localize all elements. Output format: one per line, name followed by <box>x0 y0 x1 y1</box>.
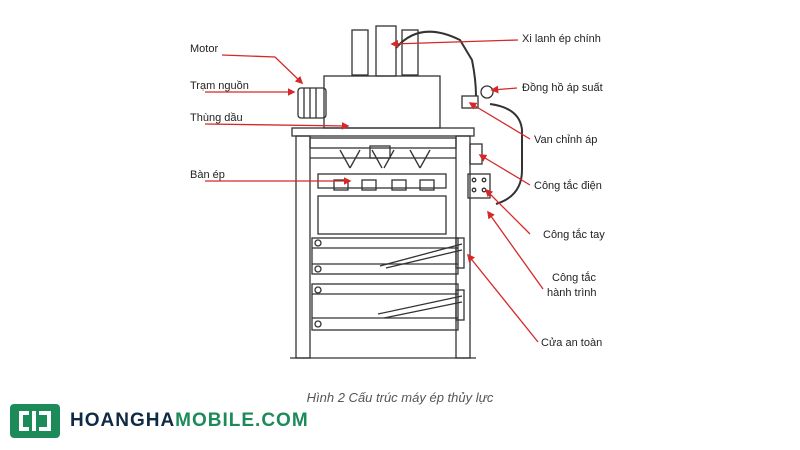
brand-logo: HOANGHAMOBILE.COM <box>10 403 309 439</box>
leader-dong-ho <box>490 85 518 94</box>
label-van: Van chỉnh áp <box>534 134 597 146</box>
machine-drawing <box>290 25 523 359</box>
leader-thung-dau <box>204 122 350 130</box>
leader-van <box>468 102 531 140</box>
label-cong-tac-hanh-trinh-1: Công tắc <box>552 271 597 284</box>
leader-cong-tac-hanh-trinh <box>487 210 544 290</box>
logo-text: HOANGHAMOBILE.COM <box>70 410 309 432</box>
leader-motor <box>221 54 304 85</box>
leader-xi-lanh <box>390 39 519 48</box>
label-cong-tac-tay: Công tắc tay <box>543 228 605 241</box>
label-motor: Motor <box>190 43 218 55</box>
logo-mark-icon <box>10 404 60 438</box>
label-dong-ho: Đồng hồ áp suất <box>522 82 603 94</box>
label-thung-dau: Thùng dầu <box>190 112 243 124</box>
label-xi-lanh: Xi lanh ép chính <box>522 33 601 45</box>
labels: Motor Trạm nguồn Thùng dầu Bàn ép Xi lan… <box>190 33 605 349</box>
leader-cong-tac-dien <box>478 154 531 186</box>
label-cong-tac-dien: Công tắc điện <box>534 179 602 192</box>
leader-cua-an-toan <box>467 253 539 343</box>
figure-caption: Hình 2 Cấu trúc máy ép thủy lực <box>306 390 494 405</box>
label-tram-nguon: Trạm nguồn <box>190 80 249 92</box>
logo-text-part2: MOBILE.COM <box>175 410 309 431</box>
label-cong-tac-hanh-trinh-2: hành trình <box>547 287 597 299</box>
leader-cong-tac-tay <box>484 188 531 235</box>
leader-lines <box>204 39 544 343</box>
label-cua-an-toan: Cửa an toàn <box>541 337 602 349</box>
label-ban-ep: Bàn ép <box>190 169 225 181</box>
logo-text-part1: HOANGHA <box>70 410 176 431</box>
